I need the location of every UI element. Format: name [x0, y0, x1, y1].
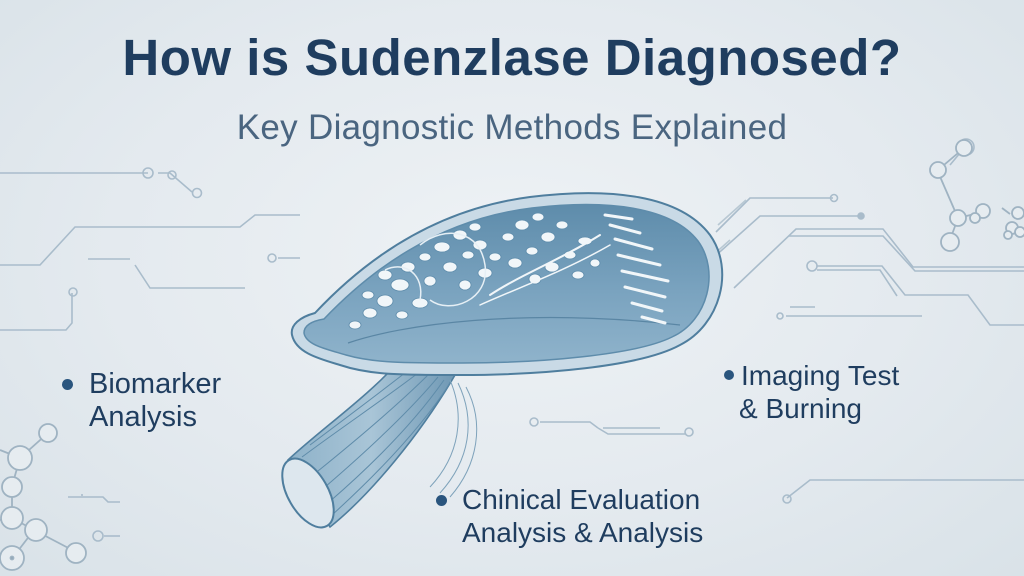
method-biomarker-analysis: Biomarker Analysis [62, 368, 221, 434]
method-label-line: Analysis [89, 401, 197, 433]
bullet-dot-icon [62, 379, 73, 390]
tissue-texture [348, 212, 601, 330]
method-label-line: Analysis & Analysis [462, 517, 704, 548]
method-label-line: Biomarker [89, 368, 222, 400]
page-title: How is Sudenzlase Diagnosed? [122, 29, 902, 86]
method-label-line: Chinical Evaluation [462, 484, 701, 515]
method-label-line: Imaging Test [741, 360, 900, 391]
bullet-dot-icon [724, 370, 734, 380]
duct-tube [281, 359, 478, 529]
organ-icon [281, 192, 724, 529]
method-clinical-evaluation: Chinical Evaluation Analysis & Analysis [436, 483, 703, 549]
method-imaging-test: Imaging Test & Burning [724, 359, 899, 425]
bullet-dot-icon [436, 495, 447, 506]
method-label-line: & Burning [739, 393, 862, 424]
page-subtitle: Key Diagnostic Methods Explained [236, 108, 788, 147]
